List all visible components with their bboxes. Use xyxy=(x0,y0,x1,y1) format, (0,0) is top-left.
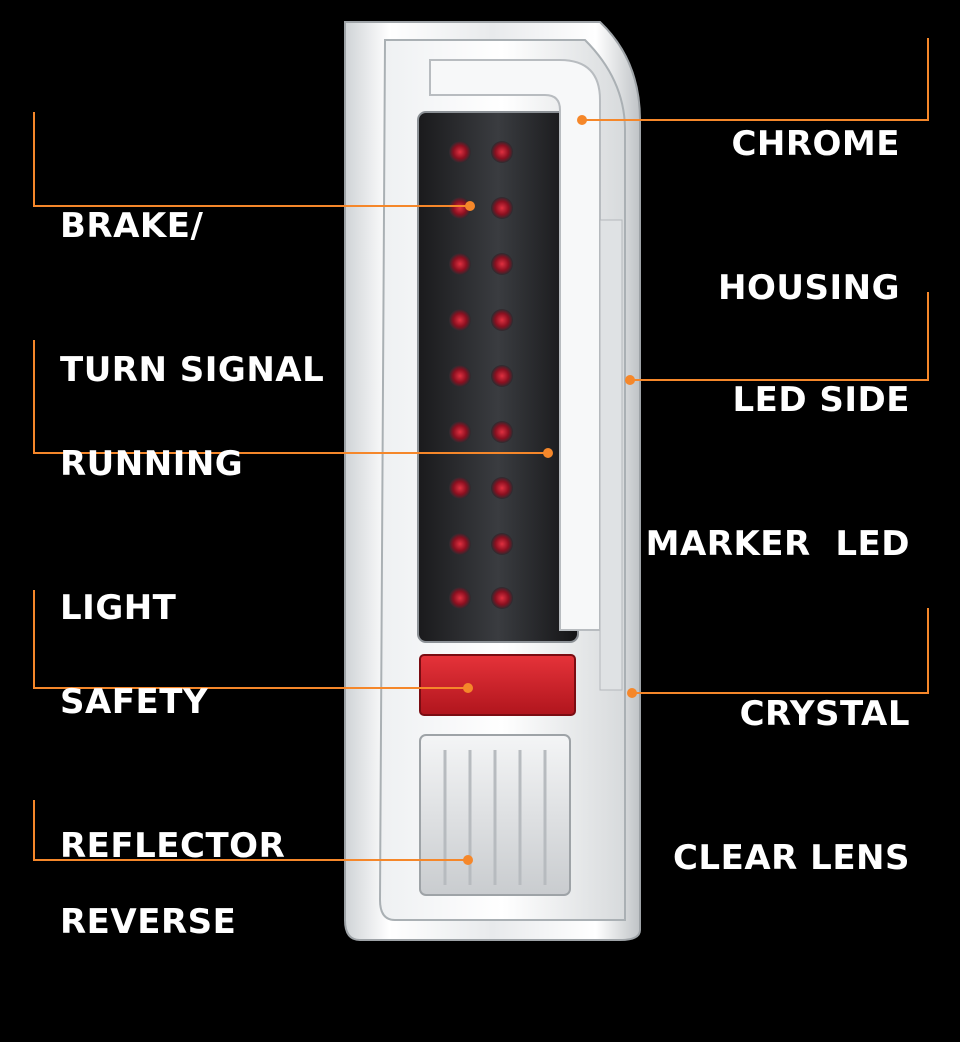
callout-line-safety-reflector xyxy=(33,590,468,689)
label-line: REVERSE xyxy=(60,902,237,942)
label-led-side-marker: LED SIDE MARKER LED xyxy=(646,280,910,664)
label-chrome-housing: CHROME HOUSING xyxy=(718,24,900,408)
label-safety-reflector: SAFETY REFLECTOR xyxy=(60,582,285,966)
callout-line-crystal-clear-lens xyxy=(632,608,929,694)
led xyxy=(491,141,513,163)
led-rows xyxy=(449,141,513,609)
led xyxy=(449,587,471,609)
callout-line-reverse xyxy=(33,800,468,861)
diagram-canvas: CHROME HOUSING BRAKE/ TURN SIGNAL RUNNIN… xyxy=(33,21,929,942)
led xyxy=(491,309,513,331)
callout-line-led-side-marker xyxy=(630,292,929,381)
callout-dot xyxy=(465,201,475,211)
label-brake-turn-signal: BRAKE/ TURN SIGNAL xyxy=(60,106,324,490)
led-row xyxy=(449,141,513,163)
label-line: SAFETY xyxy=(60,682,209,722)
label-line: LED SIDE xyxy=(732,380,910,420)
callout-dot xyxy=(543,448,553,458)
led xyxy=(491,365,513,387)
led-row xyxy=(449,477,513,499)
label-crystal-clear-lens: CRYSTAL CLEAR LENS xyxy=(673,594,910,978)
led xyxy=(491,477,513,499)
led xyxy=(449,309,471,331)
led xyxy=(491,587,513,609)
led-row xyxy=(449,587,513,609)
callout-line-brake-turn-signal xyxy=(33,112,470,207)
callout-line-running-light xyxy=(33,340,548,454)
led-row xyxy=(449,197,513,219)
callout-dot xyxy=(463,683,473,693)
led xyxy=(449,141,471,163)
led-row xyxy=(449,365,513,387)
led xyxy=(491,421,513,443)
label-line: BRAKE/ xyxy=(60,206,204,246)
led xyxy=(491,253,513,275)
label-line: CHROME xyxy=(731,124,900,164)
tail-light-illustration xyxy=(33,21,929,941)
callout-dots xyxy=(463,115,637,865)
label-line: CLEAR LENS xyxy=(672,838,910,878)
label-line: TURN SIGNAL xyxy=(60,350,325,390)
led xyxy=(449,253,471,275)
side-marker-strip xyxy=(599,219,623,691)
led xyxy=(449,421,471,443)
callout-lines xyxy=(33,38,929,861)
label-line: HOUSING xyxy=(718,268,900,308)
safety-reflector xyxy=(419,654,576,716)
label-line: CRYSTAL xyxy=(739,694,910,734)
led-row xyxy=(449,253,513,275)
led-row xyxy=(449,533,513,555)
callout-line-chrome-housing xyxy=(582,38,929,121)
callout-dot xyxy=(625,375,635,385)
led-row xyxy=(449,309,513,331)
callout-dot xyxy=(463,855,473,865)
label-reverse: REVERSE xyxy=(60,802,236,1042)
label-line: RUNNING xyxy=(60,444,244,484)
label-running-light: RUNNING LIGHT xyxy=(60,344,243,728)
led xyxy=(449,197,471,219)
led xyxy=(449,533,471,555)
label-line: LIGHT xyxy=(60,588,177,628)
led xyxy=(449,477,471,499)
label-line: MARKER LED xyxy=(645,524,910,564)
label-line: REFLECTOR xyxy=(60,826,286,866)
led xyxy=(491,533,513,555)
led xyxy=(449,365,471,387)
callout-dot xyxy=(577,115,587,125)
led-row xyxy=(449,421,513,443)
led xyxy=(491,197,513,219)
callout-dot xyxy=(627,688,637,698)
